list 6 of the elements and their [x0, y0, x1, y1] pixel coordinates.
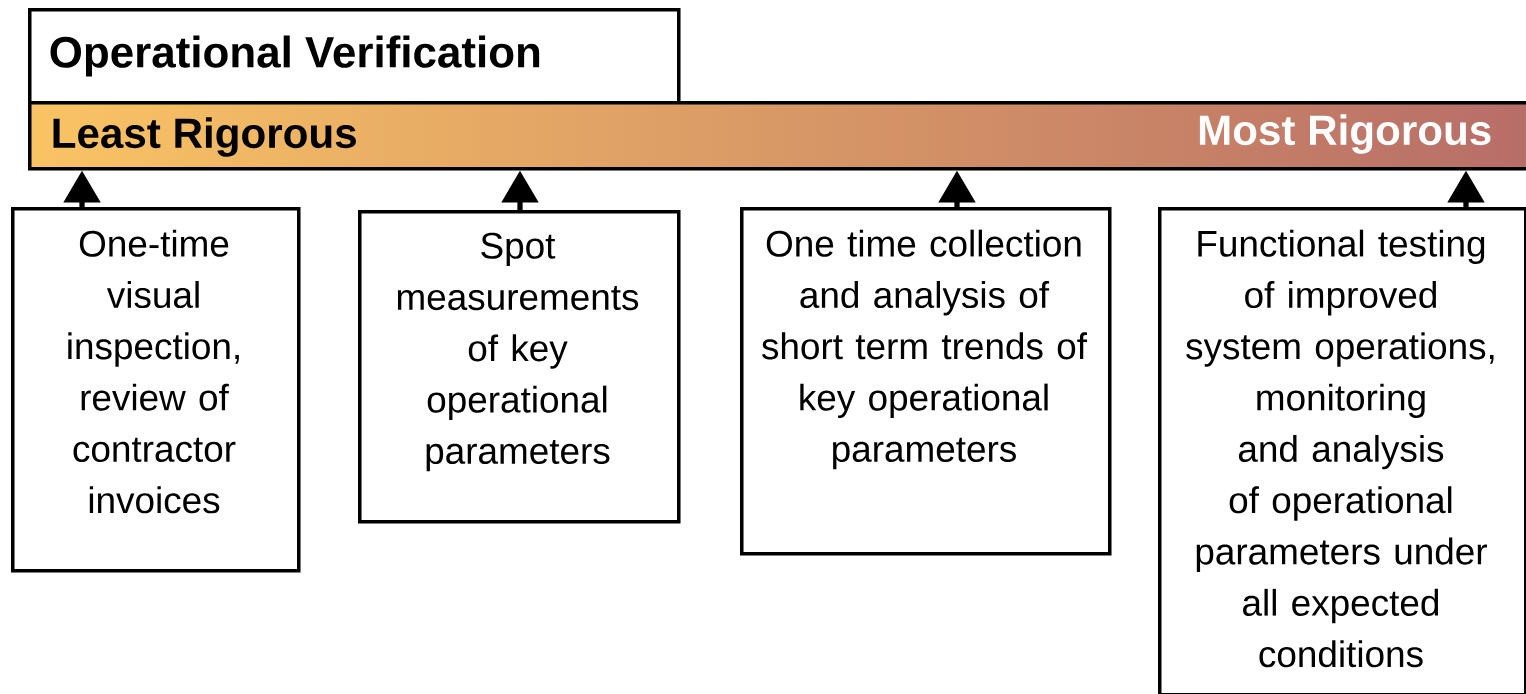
text-box: One time collection and analysis of short term trends of key operational parameters — [740, 207, 1112, 556]
text-box: Spot measurements of key operational parameters — [358, 210, 681, 524]
text-box: One-time visual inspection, review of contractor invoices — [11, 207, 301, 573]
text-box: Functional testing of improved system operations, monitoring and analysis of operational parameters under all expected conditions — [1158, 207, 1526, 694]
title-box: Operational Verification — [28, 8, 681, 105]
gradient-bar: Least Rigorous Most Rigorous — [28, 101, 1526, 171]
